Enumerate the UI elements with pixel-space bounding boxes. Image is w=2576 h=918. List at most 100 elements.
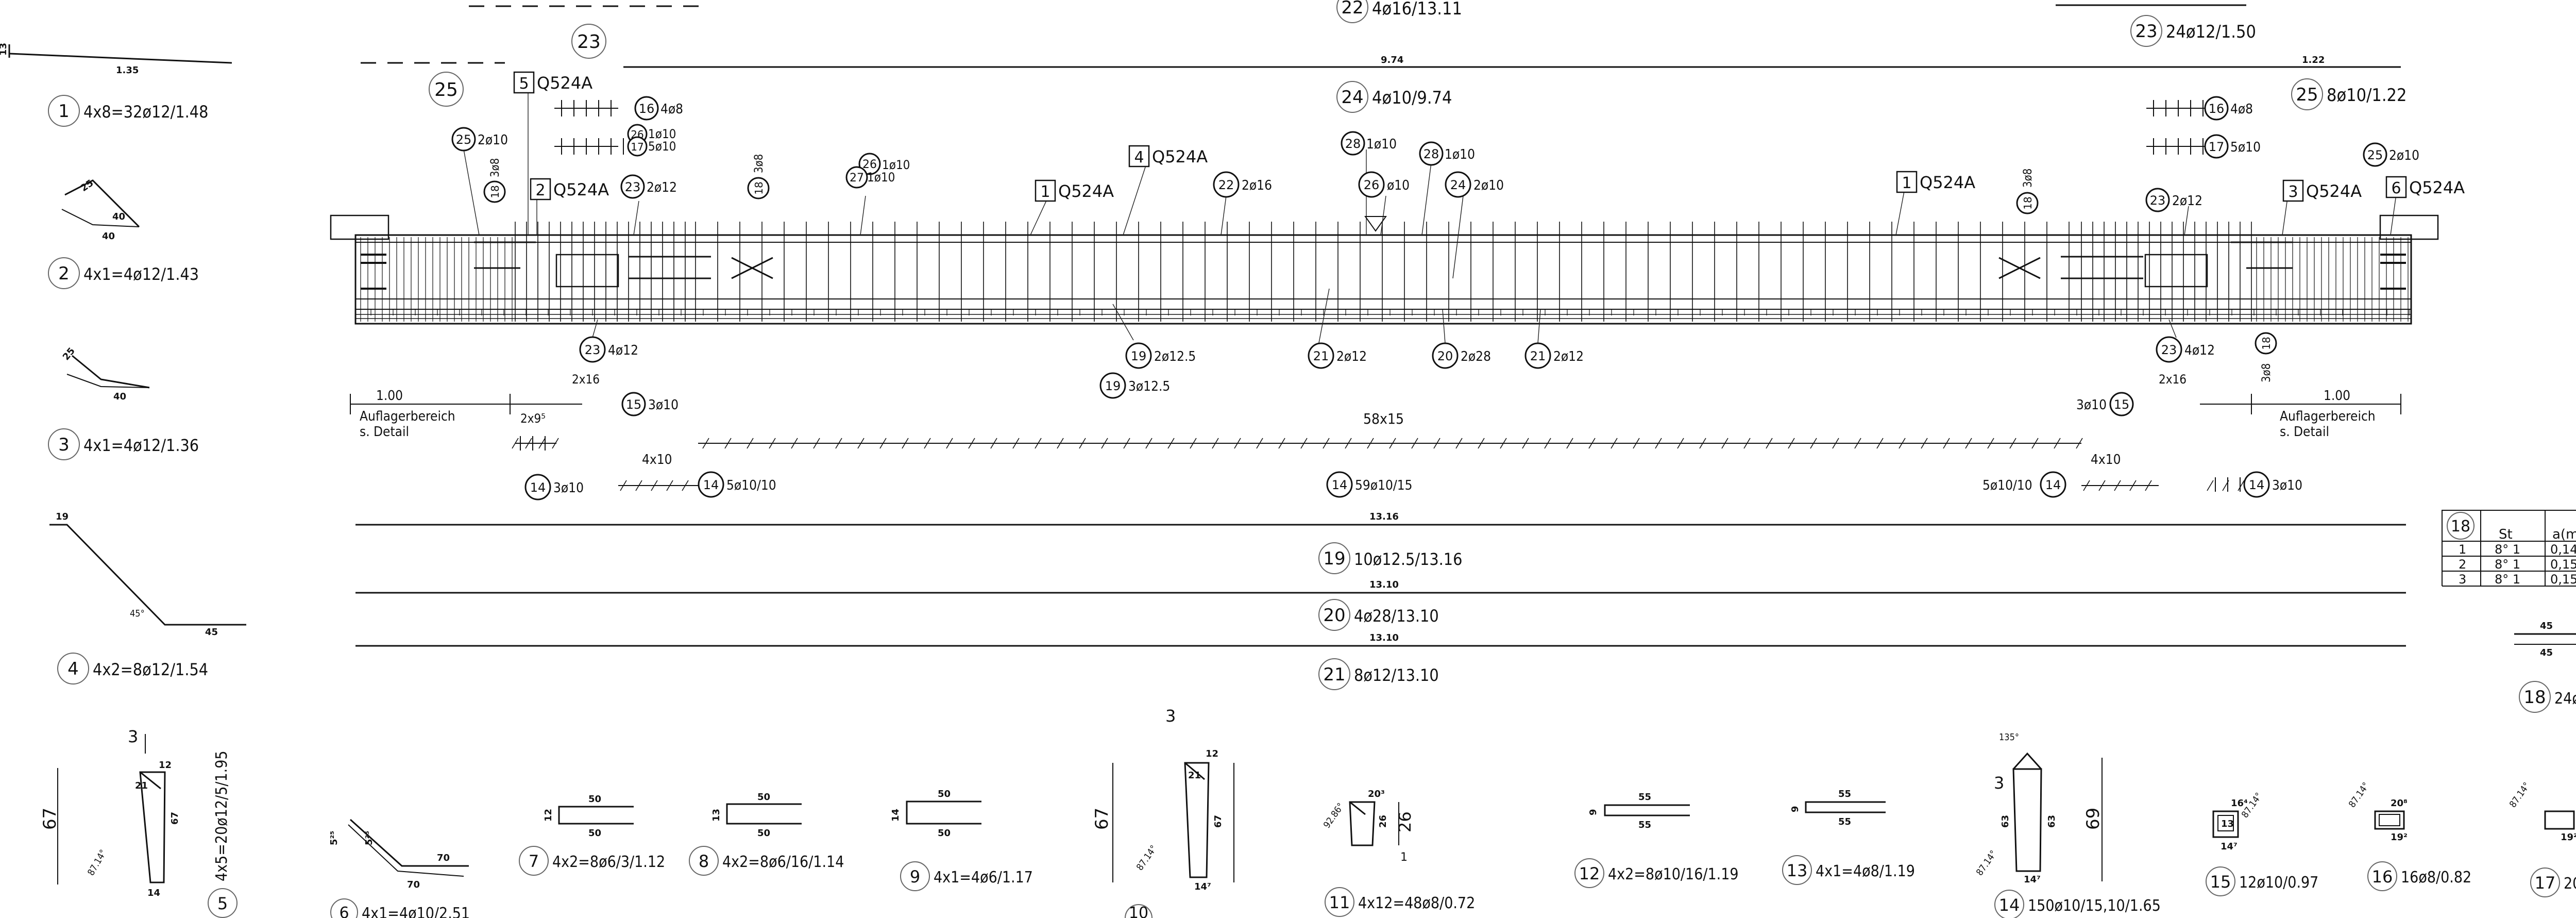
shape9-dim-a: 50: [938, 789, 951, 799]
shape6-dim-c: 70: [437, 853, 450, 863]
table18-label-num: 18: [2523, 687, 2546, 708]
callout-25b-num: 25: [2367, 148, 2383, 162]
dim-tick: [2207, 480, 2214, 491]
dim-tick: [666, 480, 673, 491]
item-1-num: 1: [58, 101, 70, 122]
shape5-dim-14: 14: [147, 888, 160, 898]
cross-tick-marks: [520, 100, 2241, 492]
shape11-dim-1: 1: [1400, 851, 1408, 864]
table18-r1-c3: 0,145: [2550, 542, 2576, 557]
auflager-left-line2: s. Detail: [360, 424, 409, 440]
mesh-labels: 5 Q524A 2 Q524A 1 Q524A 4 Q524A 1 Q524A …: [513, 71, 2465, 202]
dim-tick: [1433, 438, 1440, 449]
below-23a-label: 4ø12: [608, 343, 638, 358]
shape10-dim-67: 67: [1092, 808, 1112, 830]
dim-tick: [2083, 480, 2090, 491]
shape13-label: 4x1=4ø8/1.19: [1816, 862, 1915, 880]
dim-tick: [747, 438, 754, 449]
dim-tick: [1323, 438, 1330, 449]
bar19-num: 19: [1323, 548, 1345, 569]
shape10-dim-12: 12: [1206, 748, 1218, 759]
shape8-label: 4x2=8ø6/16/1.14: [722, 853, 844, 871]
dim-tick: [525, 438, 532, 449]
dim-tick: [635, 480, 642, 491]
dim-tick: [1699, 438, 1706, 449]
callout-16b-label: 4ø8: [2230, 102, 2253, 117]
shape5-dim-67: 67: [40, 808, 60, 830]
dim-tick: [1345, 438, 1352, 449]
dim-tick: [946, 438, 953, 449]
c14c-num: 14: [1332, 478, 1348, 492]
mesh-4-label: Q524A: [1152, 147, 1208, 166]
dim-tick: [682, 480, 689, 491]
mesh-1a-label: Q524A: [1058, 181, 1114, 201]
dim-tick: [1145, 438, 1153, 449]
below-beam-labels: 23 4ø12 19 2ø12.5 19 3ø12.5 21 2ø12 20 2…: [579, 332, 2277, 399]
shape10-dim-3: 3: [1165, 706, 1176, 726]
dim-tick: [1500, 438, 1507, 449]
dim-4x10-left: 4x10: [642, 452, 672, 468]
dim-tick: [2054, 438, 2061, 449]
shape3-dim-b: 40: [113, 391, 126, 402]
shape11-label: 4x12=48ø8/0.72: [1358, 894, 1475, 912]
c14e-label: 3ø10: [2272, 478, 2302, 493]
dim-4x10-right: 4x10: [2091, 452, 2121, 468]
dim-tick: [702, 438, 709, 449]
callout-25a-label: 2ø10: [478, 132, 508, 148]
callout-18b-num: 18: [753, 181, 765, 194]
callout-25a-num: 25: [456, 132, 472, 147]
pos-24-num: 24: [1341, 87, 1363, 108]
shape9-dim-c: 14: [890, 809, 901, 822]
shape10-dim-21: 21: [1188, 770, 1201, 781]
dim-tick: [1588, 438, 1596, 449]
dim-tick: [2129, 480, 2137, 491]
table18-r1-c2: 8° 1: [2495, 542, 2520, 557]
below-23b-num: 23: [2161, 343, 2177, 357]
dim-tick: [1035, 438, 1042, 449]
shape5-dim-21: 21: [135, 780, 148, 791]
shape13-dim-b: 55: [1838, 816, 1851, 827]
callout-23a-label: 2ø12: [647, 180, 677, 195]
dim-tick: [1854, 438, 1861, 449]
beam-elevation: [330, 93, 2439, 344]
shape13-dim-a: 55: [1838, 789, 1851, 799]
table18-label: 24ø8/1.05=: [2554, 690, 2576, 708]
shape8-num: 8: [699, 852, 709, 871]
long-bars: 13.16 19 10ø12.5/13.16 13.10 20 4ø28/13.…: [355, 511, 2406, 690]
callout-16a-num: 16: [639, 102, 655, 116]
dim-tick: [1012, 438, 1020, 449]
mesh-2-num: 2: [535, 181, 545, 199]
shape17-dim-a: 19²: [2561, 832, 2576, 843]
dim-tick: [1300, 438, 1308, 449]
shape4-dim-c: 45°: [130, 608, 145, 619]
dim-tick: [2145, 480, 2152, 491]
dim-tick: [512, 438, 519, 449]
table18-r3-c2: 8° 1: [2495, 572, 2520, 587]
shape12-label: 4x2=8ø10/16/1.19: [1608, 865, 1739, 883]
shape2-dim-c: 40: [102, 231, 115, 242]
table18-head-a: a(m): [2552, 527, 2576, 542]
callout-17a-label: 5ø10: [648, 139, 676, 154]
pos-22-num: 22: [1341, 0, 1363, 18]
below-19b-label: 3ø12.5: [1128, 379, 1170, 394]
dim-2x16-left: 2x16: [572, 372, 600, 387]
below-18-num: 18: [2260, 337, 2273, 349]
dim-tick: [1522, 438, 1529, 449]
callout-22-label: 2ø16: [1242, 178, 1272, 193]
shape14-dim-63a: 63: [2000, 815, 2011, 828]
callout-22-num: 22: [1218, 178, 1234, 192]
bar20-num: 20: [1323, 605, 1345, 626]
stirrup-lines: [360, 222, 2410, 322]
below-20-num: 20: [1437, 349, 1453, 363]
dim-tick: [1123, 438, 1130, 449]
mesh-3-num: 3: [2288, 183, 2298, 201]
c15-right-num: 15: [2114, 397, 2130, 412]
top-area: 23 25 22 4ø16/13.11 23 24ø12/1.50 9.74 2…: [361, 0, 2406, 113]
shape7-dim-a: 50: [588, 794, 601, 805]
dim-tick: [791, 438, 798, 449]
dim-tick: [2114, 480, 2121, 491]
mesh-3-label: Q524A: [2306, 181, 2362, 201]
dim-tick: [902, 438, 909, 449]
table18-head-st: St: [2499, 527, 2513, 542]
dim-tick: [1810, 438, 1817, 449]
